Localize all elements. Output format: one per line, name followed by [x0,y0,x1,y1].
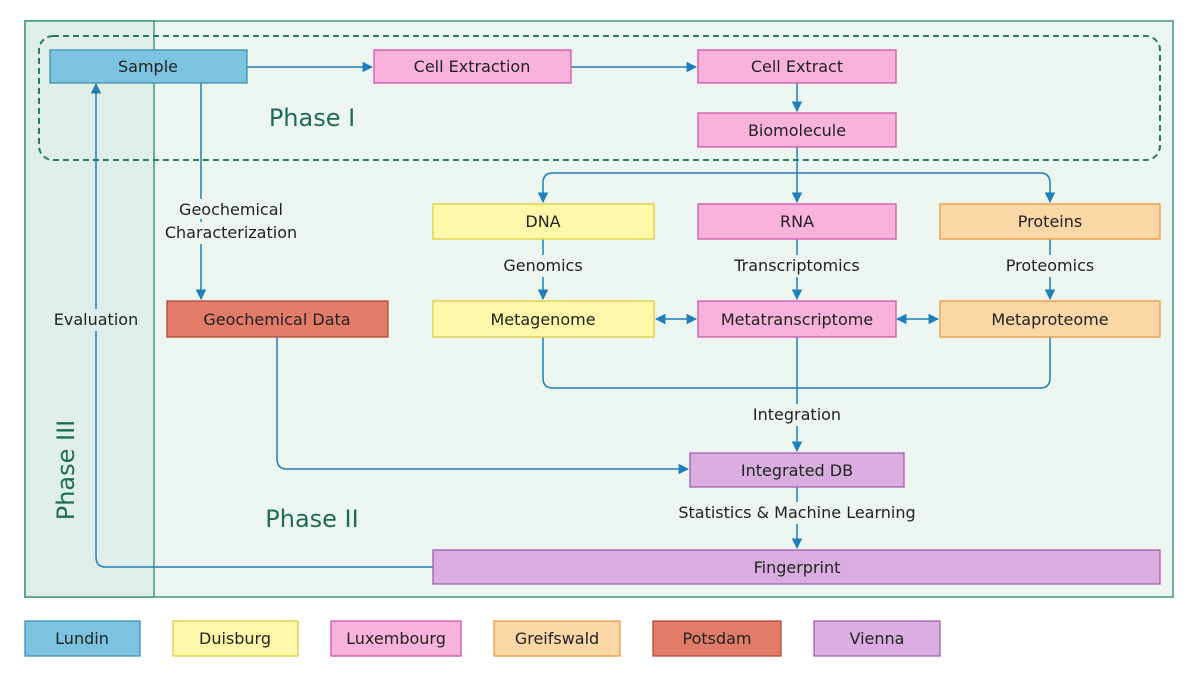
node-geochemical-data: Geochemical Data [166,300,389,338]
phase2-label: Phase II [265,505,358,533]
node-cell-extraction: Cell Extraction [373,49,572,84]
legend-label-lundin: Lundin [55,629,109,648]
node-cell-extract-label: Cell Extract [751,57,843,76]
node-integrated-db-label: Integrated DB [741,461,853,480]
legend-item-duisburg: Duisburg [172,620,299,657]
node-fingerprint: Fingerprint [432,549,1161,585]
edges [90,61,1056,568]
label-geochemical-line1: Geochemical [179,200,283,219]
node-metatranscriptome-label: Metatranscriptome [721,310,873,329]
node-sample-label: Sample [118,57,178,76]
legend-label-potsdam: Potsdam [682,629,751,648]
legend: Lundin Duisburg Luxembourg Greifswald Po… [24,620,941,657]
node-rna-label: RNA [780,212,814,231]
label-genomics: Genomics [503,256,582,275]
node-sample: Sample [49,49,248,84]
label-geochemical-line2: Characterization [165,223,297,242]
node-dna-label: DNA [525,212,560,231]
node-integrated-db: Integrated DB [689,452,905,488]
node-dna: DNA [432,203,655,240]
legend-item-luxembourg: Luxembourg [330,620,462,657]
node-metaproteome: Metaproteome [939,300,1161,338]
node-cell-extraction-label: Cell Extraction [414,57,531,76]
edge-labels: Geochemical Characterization Genomics Tr… [48,199,1104,524]
label-proteomics: Proteomics [1006,256,1094,275]
legend-item-vienna: Vienna [813,620,941,657]
node-rna: RNA [697,203,897,240]
edge-geochemical-integrated [276,337,690,475]
legend-item-lundin: Lundin [24,620,141,657]
legend-label-luxembourg: Luxembourg [346,629,446,648]
phase3-label: Phase III [52,420,80,521]
node-metagenome-label: Metagenome [490,310,595,329]
phase1-label: Phase I [269,104,355,132]
label-transcriptomics: Transcriptomics [733,256,859,275]
nodes: Sample Cell Extraction Cell Extract Biom… [49,49,1161,585]
node-metatranscriptome: Metatranscriptome [697,300,897,338]
legend-label-greifswald: Greifswald [515,629,599,648]
legend-item-potsdam: Potsdam [652,620,782,657]
legend-item-greifswald: Greifswald [493,620,621,657]
node-cell-extract: Cell Extract [697,49,897,84]
edge-fingerprint-evaluation-sample [90,82,433,568]
node-geochemical-data-label: Geochemical Data [203,310,350,329]
node-proteins-label: Proteins [1018,212,1082,231]
node-proteins: Proteins [939,203,1161,240]
node-fingerprint-label: Fingerprint [754,558,841,577]
label-statistics-ml: Statistics & Machine Learning [678,503,915,522]
label-integration: Integration [753,405,841,424]
legend-label-vienna: Vienna [850,629,905,648]
label-evaluation: Evaluation [54,310,138,329]
edge-split-to-proteins [797,172,1056,204]
node-metaproteome-label: Metaproteome [991,310,1108,329]
edge-split-to-dna [537,172,797,204]
legend-label-duisburg: Duisburg [199,629,271,648]
node-metagenome: Metagenome [432,300,655,338]
phase1-dashed-region [38,35,1161,161]
node-biomolecule: Biomolecule [697,112,897,148]
node-biomolecule-label: Biomolecule [748,121,846,140]
